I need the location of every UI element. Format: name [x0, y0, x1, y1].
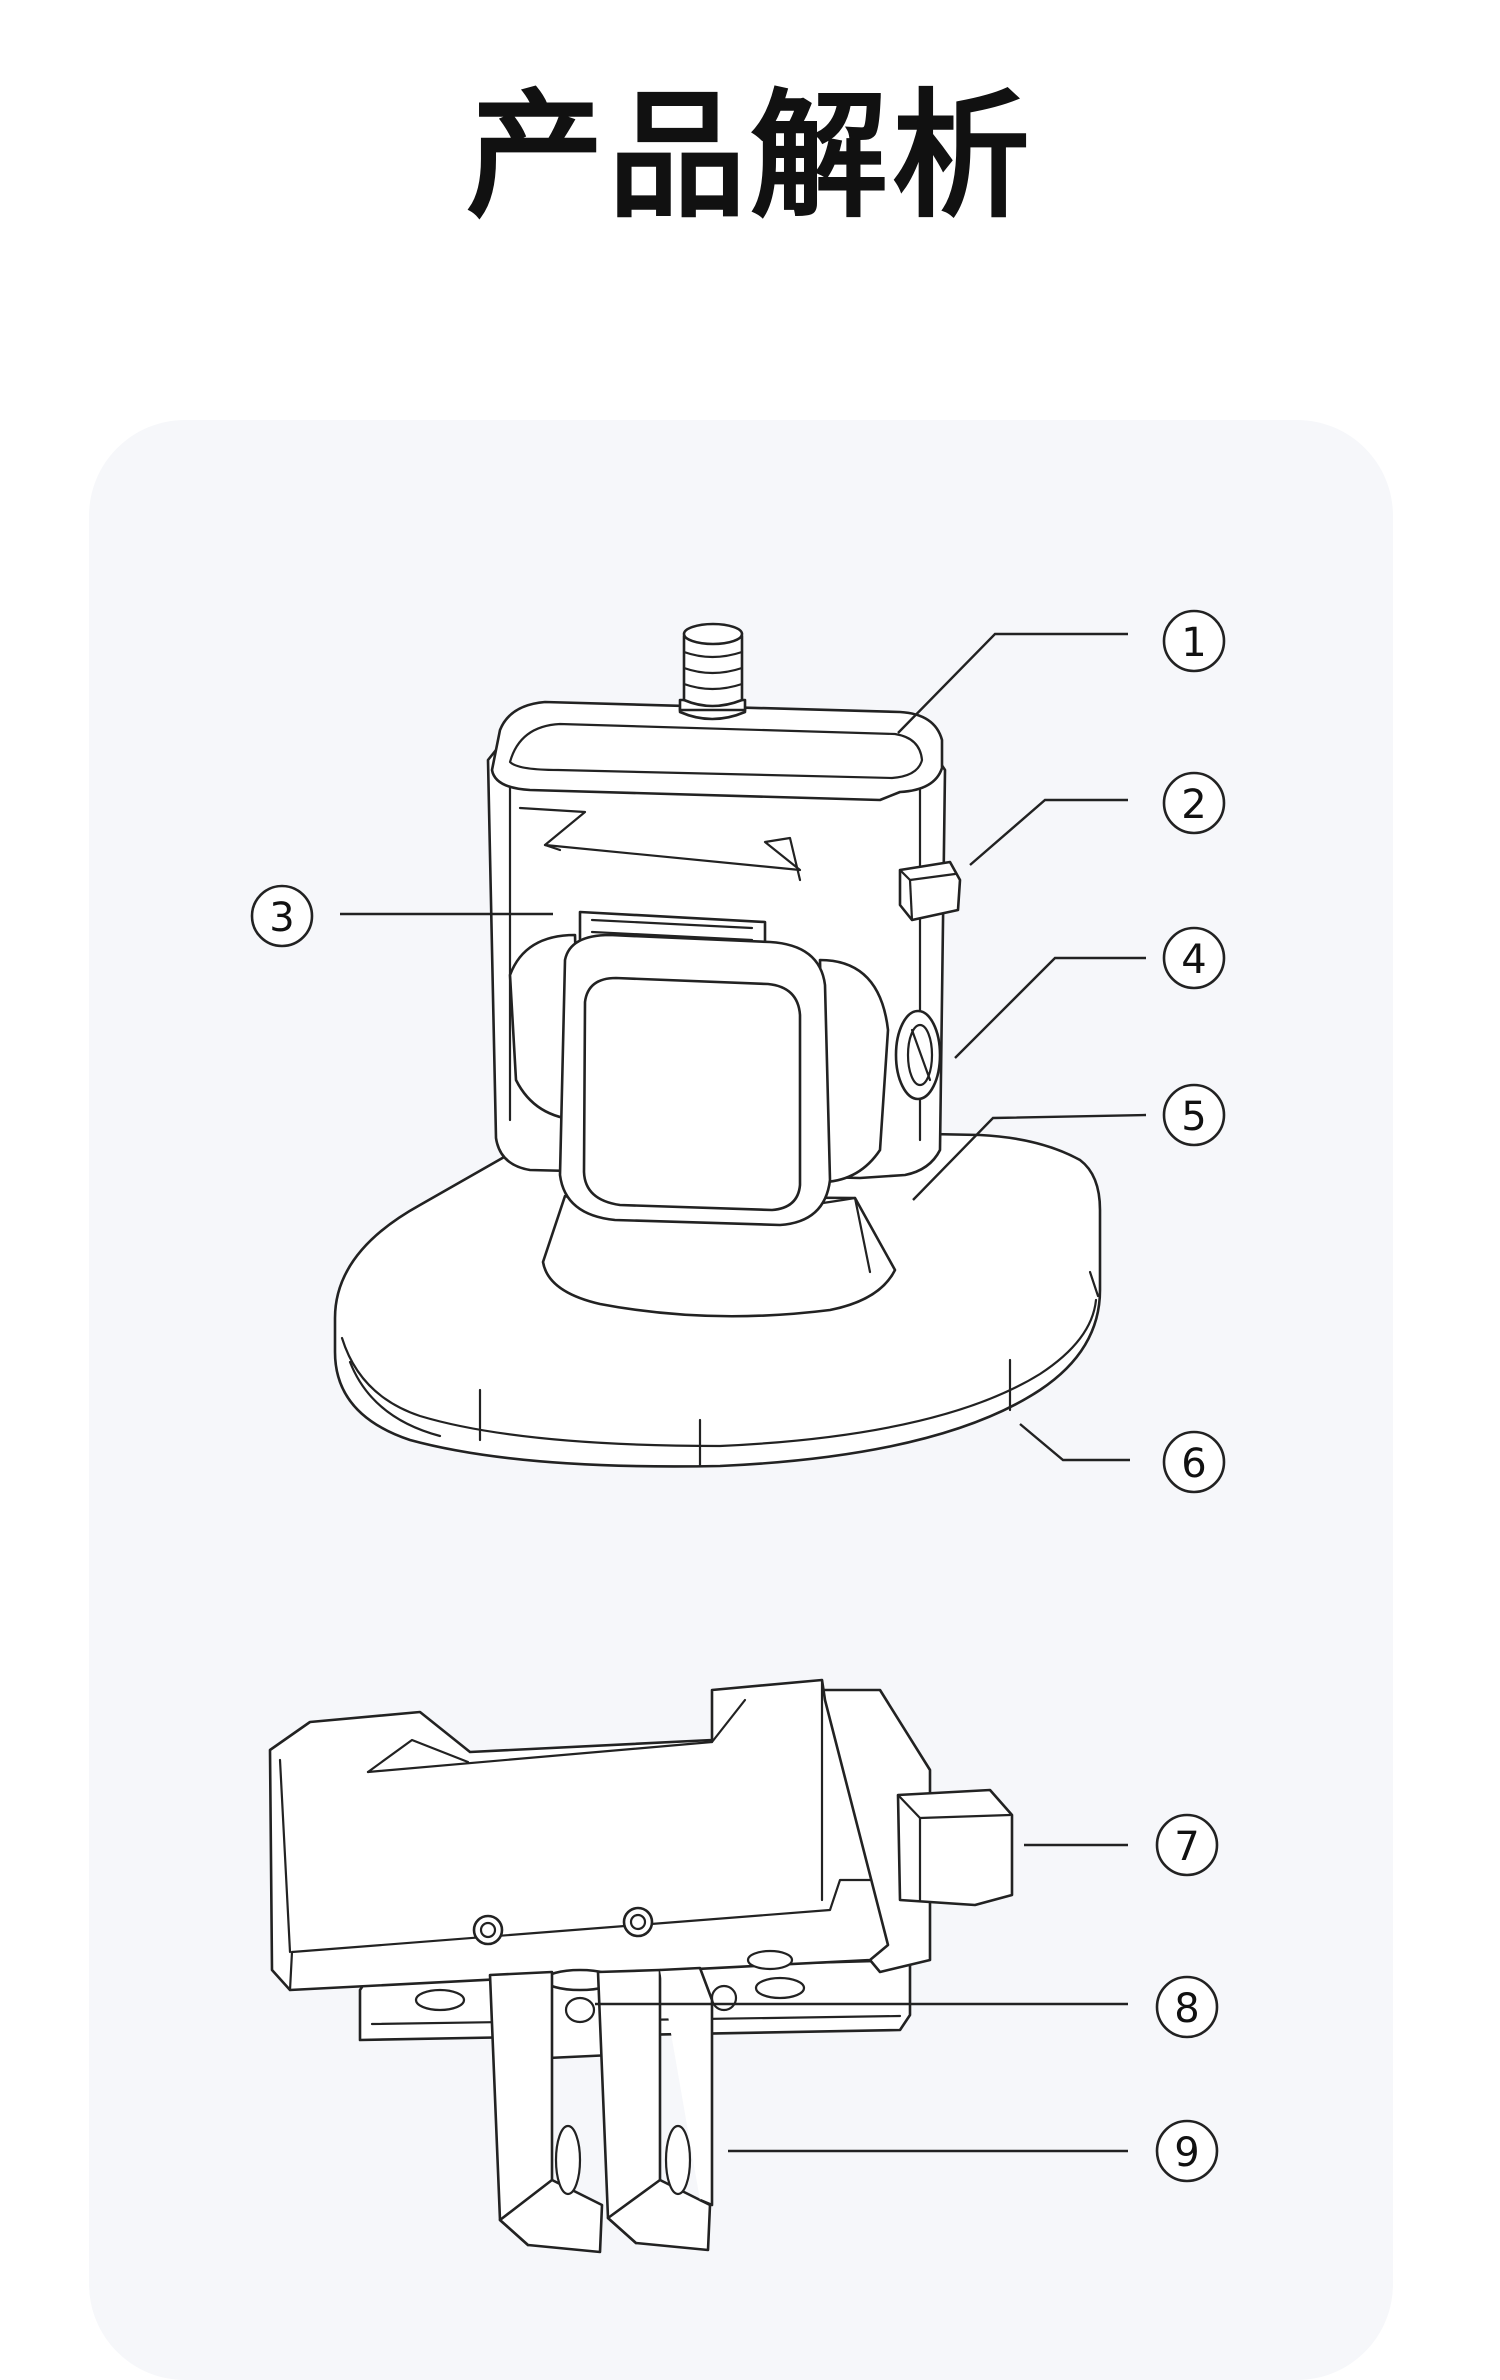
callout-5-label: 5 — [1181, 1094, 1206, 1140]
callout-2-label: 2 — [1181, 782, 1206, 828]
callout-7: 7 — [1024, 1813, 1219, 1877]
callout-4-label: 4 — [1181, 937, 1206, 983]
lock-disc-inner — [582, 976, 802, 1212]
page-title: 产品解析 — [465, 76, 1034, 237]
screw-hole-right — [622, 1906, 654, 1938]
side-knob — [894, 1009, 942, 1101]
callout-8-label: 8 — [1174, 1986, 1199, 2032]
screw — [678, 622, 747, 721]
callout-6: 6 — [1019, 1423, 1226, 1494]
callout-4: 4 — [954, 926, 1226, 1059]
callout-1-label: 1 — [1181, 620, 1206, 666]
callout-2: 2 — [969, 771, 1226, 866]
adhesive-mount-illustration — [333, 622, 1102, 1468]
callout-9-label: 9 — [1174, 2130, 1199, 2176]
clamp-adapter-illustration — [268, 1678, 1014, 2254]
clamp-body — [268, 1678, 890, 1992]
callout-5: 5 — [912, 1083, 1226, 1201]
callout-3-label: 3 — [269, 895, 294, 941]
callout-1: 1 — [897, 609, 1226, 734]
ball-housing-right — [818, 958, 890, 1184]
quick-release-tab — [896, 1788, 1014, 1907]
prong-lugs — [488, 1966, 738, 2254]
release-button — [898, 860, 962, 922]
callout-3: 3 — [250, 884, 553, 948]
support-neck — [541, 1194, 897, 1318]
callout-8: 8 — [595, 1975, 1219, 2039]
callout-7-label: 7 — [1174, 1824, 1199, 1870]
callout-9: 9 — [728, 2119, 1219, 2183]
product-diagram: 1 2 3 4 5 6 7 8 9 — [250, 609, 1226, 2254]
screw-hole-left — [472, 1914, 504, 1946]
clamp-groove — [518, 806, 802, 882]
callout-6-label: 6 — [1181, 1441, 1206, 1487]
